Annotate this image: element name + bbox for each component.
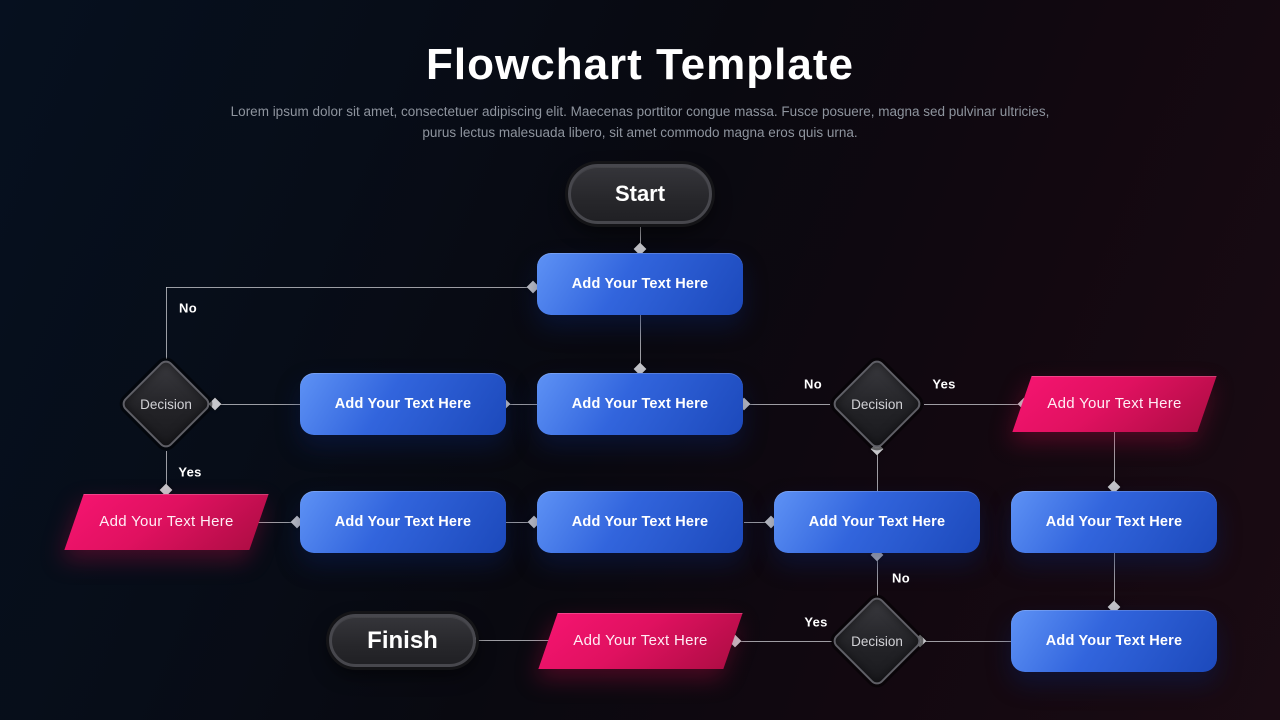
decision-node[interactable]: Decision (830, 594, 924, 688)
decision-node[interactable]: Decision (119, 357, 213, 451)
io-shape[interactable]: Add Your Text Here (1012, 376, 1217, 432)
connector-line (166, 287, 167, 359)
connector-line (877, 450, 878, 491)
process-box-label: Add Your Text Here (808, 514, 946, 530)
branch-label-no: No (804, 376, 822, 392)
connector-line (877, 553, 878, 596)
connector-line (1114, 432, 1115, 491)
process-box[interactable]: Add Your Text Here (300, 373, 506, 435)
process-box-label: Add Your Text Here (1045, 514, 1183, 530)
process-box[interactable]: Add Your Text Here (537, 491, 743, 553)
finish-node[interactable]: Finish (329, 614, 476, 667)
connector-line (506, 404, 537, 405)
connector-line (166, 287, 533, 288)
slide-subtitle: Lorem ipsum dolor sit amet, consectetuer… (230, 104, 1050, 140)
process-box[interactable]: Add Your Text Here (1011, 491, 1217, 553)
branch-label-yes: Yes (804, 614, 828, 630)
io-shape-label: Add Your Text Here (99, 513, 234, 530)
connector-line (254, 522, 300, 523)
connector-line (744, 522, 774, 523)
process-box-label: Add Your Text Here (334, 514, 472, 530)
process-box-label: Add Your Text Here (334, 396, 472, 412)
connector-line (166, 451, 167, 494)
decision-node[interactable]: Decision (830, 357, 924, 451)
process-box[interactable]: Add Your Text Here (300, 491, 506, 553)
start-node[interactable]: Start (568, 164, 712, 224)
io-shape[interactable]: Add Your Text Here (538, 613, 743, 669)
start-label: Start (614, 181, 666, 206)
connector-line (744, 404, 830, 405)
connector-line (640, 315, 641, 373)
branch-label-no: No (179, 300, 197, 316)
branch-label-yes: Yes (932, 376, 956, 392)
decision-label: Decision (140, 396, 192, 412)
io-shape[interactable]: Add Your Text Here (64, 494, 269, 550)
decision-label: Decision (851, 633, 903, 649)
connector-line (734, 641, 832, 642)
connector-line (212, 404, 300, 405)
connector-line (506, 522, 537, 523)
io-shape-label: Add Your Text Here (1047, 395, 1182, 412)
connector-line (924, 404, 1028, 405)
process-box[interactable]: Add Your Text Here (537, 253, 743, 315)
connector-line (1114, 553, 1115, 610)
process-box[interactable]: Add Your Text Here (1011, 610, 1217, 672)
connector-line (922, 641, 1011, 642)
decision-label: Decision (851, 396, 903, 412)
finish-label: Finish (367, 626, 438, 654)
process-box-label: Add Your Text Here (1045, 633, 1183, 649)
process-box[interactable]: Add Your Text Here (774, 491, 980, 553)
branch-label-yes: Yes (178, 464, 202, 480)
io-shape-label: Add Your Text Here (573, 632, 708, 649)
process-box-label: Add Your Text Here (571, 276, 709, 292)
connector-line (640, 224, 641, 253)
branch-label-no: No (892, 570, 910, 586)
page-title: Flowchart Template (426, 40, 854, 89)
process-box-label: Add Your Text Here (571, 514, 709, 530)
process-box-label: Add Your Text Here (571, 396, 709, 412)
process-box[interactable]: Add Your Text Here (537, 373, 743, 435)
